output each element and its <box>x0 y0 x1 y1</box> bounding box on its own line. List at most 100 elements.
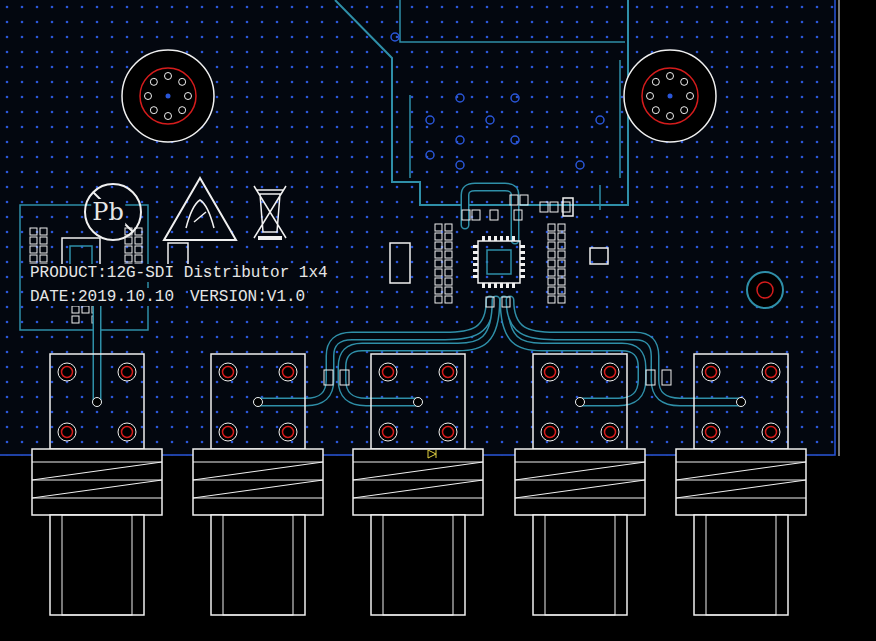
bnc-footprint <box>211 354 305 449</box>
bnc-drill <box>706 367 717 378</box>
weee-bar <box>258 236 282 240</box>
bnc-hole <box>762 363 780 381</box>
bnc-drill <box>605 427 616 438</box>
ic-pin <box>482 283 485 288</box>
smd-pad <box>510 195 518 205</box>
smd-pad <box>548 242 555 249</box>
thread-lines <box>515 462 645 498</box>
smd-pad <box>472 210 480 220</box>
bnc-barrel <box>545 515 615 615</box>
ic-pin <box>473 269 478 272</box>
bnc-hole <box>541 423 559 441</box>
smd-pad <box>435 278 442 285</box>
hole-via <box>150 78 157 85</box>
smd-pad <box>125 237 132 244</box>
smd-pad <box>435 242 442 249</box>
smd-pad <box>435 269 442 276</box>
resistor-pad <box>662 370 671 385</box>
hole-via <box>681 107 688 114</box>
smd-pad <box>548 260 555 267</box>
via <box>596 116 604 124</box>
trace-core <box>510 300 741 402</box>
bnc-barrel <box>706 515 776 615</box>
bnc-hole <box>379 423 397 441</box>
esd-triangle <box>164 178 236 240</box>
smd-pad <box>135 246 142 253</box>
bnc-hole <box>541 363 559 381</box>
ic-pin <box>520 269 525 272</box>
resistor-pad <box>646 370 655 385</box>
smd-pad <box>445 269 452 276</box>
ic-pin <box>494 283 497 288</box>
ic-pin <box>473 245 478 248</box>
bnc-hole <box>702 423 720 441</box>
ic-pin <box>520 245 525 248</box>
bnc-footprint <box>533 354 627 449</box>
trace-outline <box>342 300 496 402</box>
via <box>576 161 584 169</box>
silkscreen-text: DATE:2019.10.10 <box>28 288 176 306</box>
via <box>511 94 519 102</box>
ic-pad <box>487 250 511 274</box>
ic-pin <box>520 257 525 260</box>
via <box>456 136 464 144</box>
bnc-pin <box>93 398 102 407</box>
component-outline <box>390 243 410 283</box>
bnc-hole <box>118 423 136 441</box>
smd-pad <box>435 224 442 231</box>
bnc-hole <box>702 363 720 381</box>
bnc-drill <box>62 427 73 438</box>
bnc-footprint <box>50 354 144 449</box>
smd-pad <box>558 242 565 249</box>
smd-pad <box>548 278 555 285</box>
smd-pad <box>135 237 142 244</box>
smd-pad <box>558 296 565 303</box>
diode-mark <box>428 450 436 458</box>
smd-pad <box>435 251 442 258</box>
smd-pad <box>30 255 37 262</box>
bnc-hole <box>601 423 619 441</box>
ic-pin <box>506 236 509 241</box>
ic-pin <box>488 236 491 241</box>
smd-pad <box>548 233 555 240</box>
smd-pad <box>548 296 555 303</box>
via <box>426 116 434 124</box>
hole-via <box>179 107 186 114</box>
hole-via <box>179 78 186 85</box>
smd-pad <box>72 316 79 323</box>
smd-pad <box>558 287 565 294</box>
bnc-drill <box>383 367 394 378</box>
smd-pad <box>125 246 132 253</box>
bnc-thread <box>32 449 162 515</box>
ic-pin <box>488 283 491 288</box>
hole-via <box>150 107 157 114</box>
esd-hand <box>186 200 214 228</box>
ic-pin <box>520 275 525 278</box>
ic-pin <box>512 236 515 241</box>
bnc-drill <box>383 427 394 438</box>
bnc-drill <box>443 367 454 378</box>
hole-via <box>185 93 192 100</box>
bnc-drill <box>283 367 294 378</box>
via <box>391 33 399 41</box>
silkscreen-text: PRODUCT:12G-SDI Distributor 1x4 <box>28 264 330 282</box>
smd-pad <box>135 255 142 262</box>
rohs-circle <box>85 184 141 240</box>
mounting-hole <box>122 50 214 142</box>
smd-pad <box>435 287 442 294</box>
hole-via <box>687 93 694 100</box>
shield-outline <box>335 0 628 205</box>
ic-pin <box>512 283 515 288</box>
bnc-hole <box>601 363 619 381</box>
bnc-drill <box>766 427 777 438</box>
smd-pad <box>462 210 470 220</box>
via <box>486 116 494 124</box>
ic-pin <box>500 236 503 241</box>
resistor-pad <box>340 370 349 385</box>
bnc-body <box>50 515 144 615</box>
bnc-drill <box>545 427 556 438</box>
smd-pad <box>558 233 565 240</box>
bnc-hole <box>279 363 297 381</box>
drill-ring <box>140 68 196 124</box>
